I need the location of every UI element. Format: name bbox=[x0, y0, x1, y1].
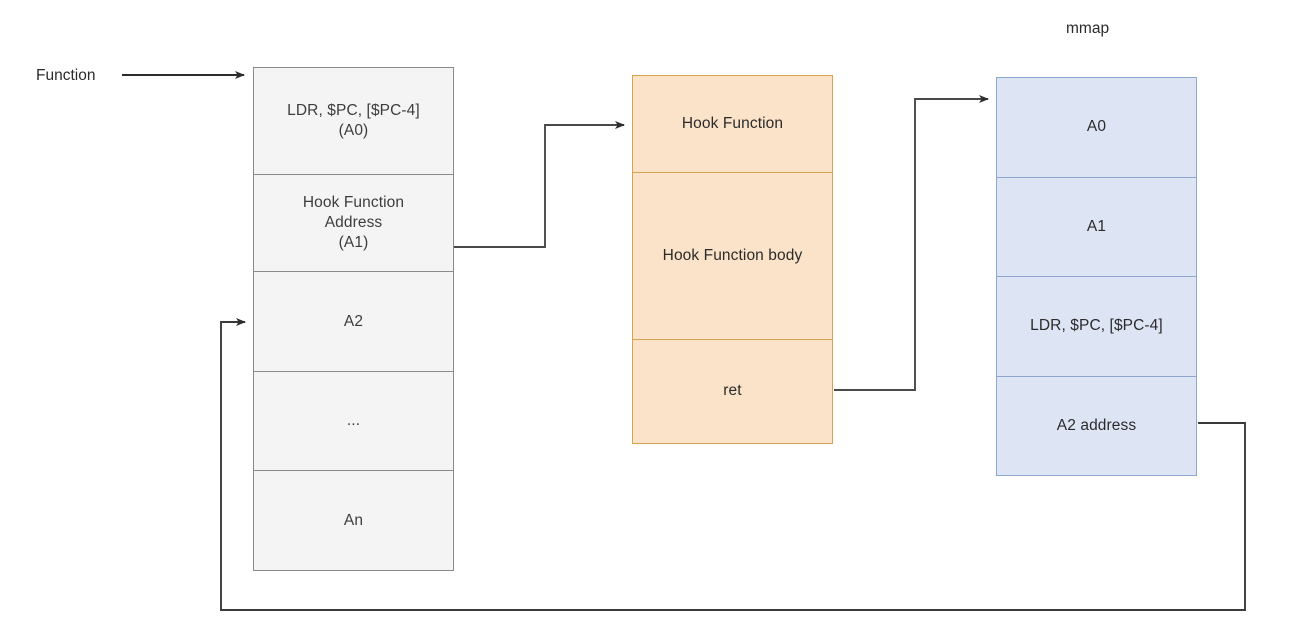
cell-mmap-a0: A0 bbox=[997, 78, 1196, 178]
mmap-block: A0 A1 LDR, $PC, [$PC-4] A2 address bbox=[996, 77, 1197, 476]
hook-function-block: Hook Function Hook Function body ret bbox=[632, 75, 833, 444]
cell-hook-ret: ret bbox=[723, 382, 742, 400]
mmap-label: mmap bbox=[1066, 20, 1110, 37]
cell-mmap-ldr-instruction: LDR, $PC, [$PC-4] bbox=[997, 277, 1196, 377]
cell-a0-instruction: LDR, $PC, [$PC-4] (A0) bbox=[254, 68, 453, 175]
connector-ret-to-mmap bbox=[834, 95, 989, 391]
cell-ellipsis: ... bbox=[254, 372, 453, 472]
function-label: Function bbox=[36, 67, 96, 84]
cell-hook-function-body: Hook Function body bbox=[633, 173, 832, 340]
cell-mmap-a1: A1 bbox=[997, 178, 1196, 277]
original-function-block: LDR, $PC, [$PC-4] (A0) Hook Function Add… bbox=[253, 67, 454, 571]
cell-a2: A2 bbox=[254, 272, 453, 372]
cell-mmap-a2-address: A2 address bbox=[1056, 416, 1137, 434]
cell-hook-function-header: Hook Function bbox=[633, 76, 832, 174]
cell-an: An bbox=[343, 511, 364, 529]
connector-a1-to-hook bbox=[454, 121, 625, 248]
cell-a1-hook-address: Hook Function Address (A1) bbox=[254, 175, 453, 273]
